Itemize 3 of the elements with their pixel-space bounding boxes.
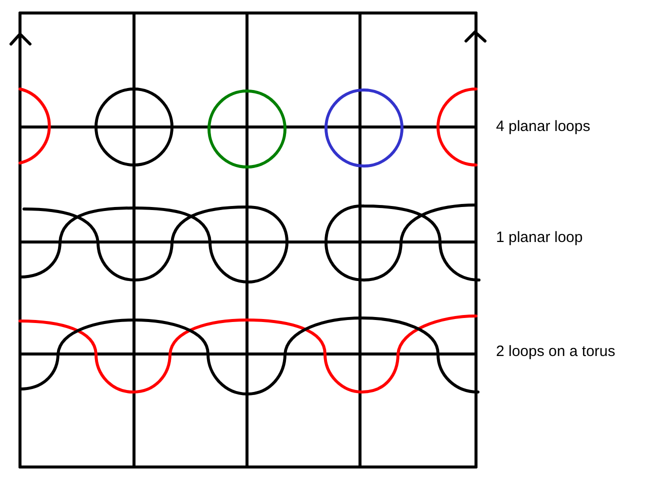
row-label: 2 loops on a torus <box>496 344 616 359</box>
row-label: 4 planar loops <box>496 119 590 134</box>
row-label: 1 planar loop <box>496 230 583 245</box>
